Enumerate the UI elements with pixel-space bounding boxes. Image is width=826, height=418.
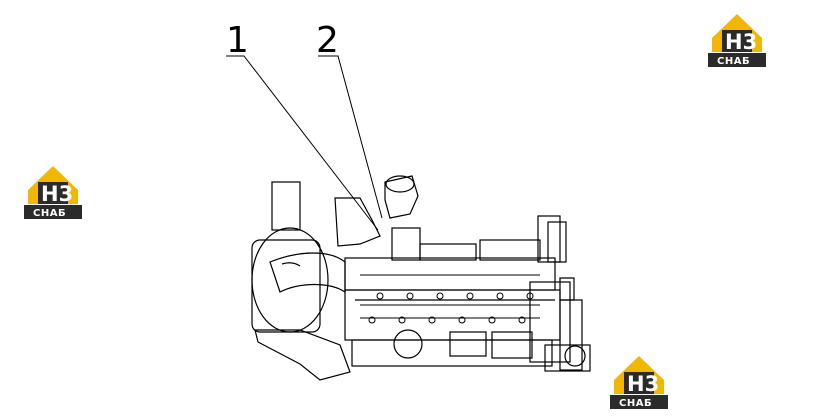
watermark-caption: СНАБ — [619, 398, 652, 409]
oil-pan — [351, 339, 553, 367]
front-accessory-drive — [529, 281, 571, 363]
callout-number-2: 2 — [316, 20, 339, 61]
exhaust-outlet — [384, 175, 419, 219]
callout-1-leader — [226, 55, 379, 231]
watermark-letters: H3 — [41, 182, 73, 206]
watermark-letters: H3 — [725, 30, 757, 54]
watermark-logo: H3 СНАБ — [706, 8, 768, 68]
air-intake-stack — [271, 181, 301, 231]
callout-leaders — [226, 55, 383, 231]
watermark-logo: H3 СНАБ — [22, 160, 84, 220]
callout-number-1: 1 — [226, 20, 249, 61]
watermark-logo: H3 СНАБ — [608, 350, 670, 410]
engine-drawing — [251, 175, 591, 381]
intake-elbow-pipe — [269, 252, 346, 294]
callout-2-leader — [318, 55, 383, 219]
cylinder-head — [344, 257, 556, 291]
watermark-caption: СНАБ — [33, 208, 66, 219]
watermark-letters: H3 — [627, 372, 659, 396]
air-cleaner-housing — [251, 227, 329, 333]
engine-subframe — [254, 329, 351, 381]
rocker-cover — [479, 239, 541, 261]
flywheel-cover — [393, 329, 423, 359]
watermark-caption: СНАБ — [717, 56, 750, 67]
